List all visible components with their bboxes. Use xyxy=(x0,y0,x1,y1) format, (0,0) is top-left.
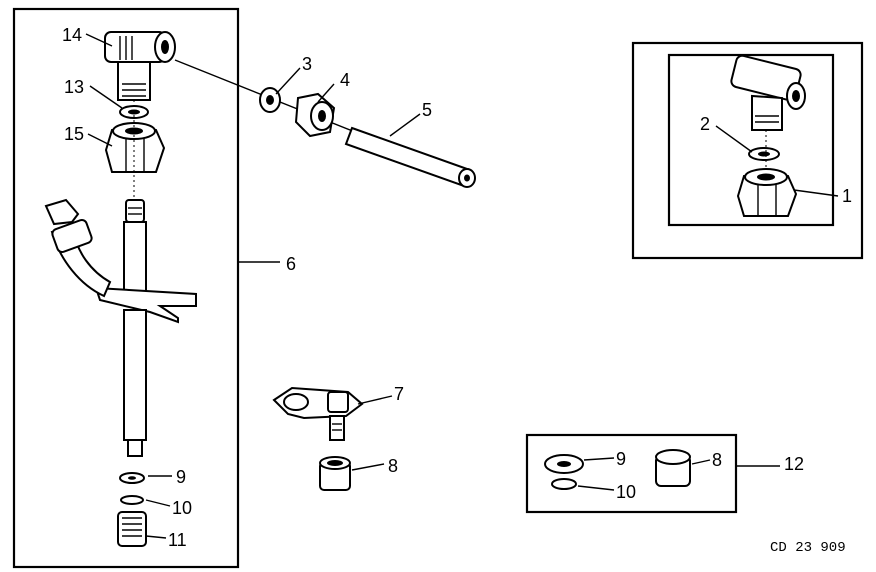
callout-14: 14 xyxy=(62,25,82,45)
pipe-5 xyxy=(344,126,476,188)
seal-ring-10 xyxy=(120,495,144,505)
callout-7: 7 xyxy=(394,384,404,404)
injector-assembly-frame xyxy=(12,7,240,569)
drawing-code: CD 23 909 xyxy=(770,540,846,556)
seal-kit-frame xyxy=(525,433,738,514)
callout-2: 2 xyxy=(700,114,710,134)
callout-13: 13 xyxy=(64,77,84,97)
washer-9 xyxy=(119,472,145,484)
union-nut-15 xyxy=(104,122,166,173)
inset-union-nut-1 xyxy=(736,168,798,217)
callout-10: 10 xyxy=(172,498,192,518)
tee-fitting-14 xyxy=(104,31,176,101)
callout-15: 15 xyxy=(64,124,84,144)
leader-lines xyxy=(85,33,839,539)
kit-callout-10: 10 xyxy=(616,482,636,502)
alternative-fitting-outer-frame xyxy=(631,41,864,260)
callout-1: 1 xyxy=(842,186,852,206)
nut-4 xyxy=(294,92,336,138)
kit-washer-9 xyxy=(544,454,584,474)
kit-callout-9: 9 xyxy=(616,449,626,469)
washer-3 xyxy=(259,87,281,113)
kit-ring-10 xyxy=(551,478,577,490)
callout-6: 6 xyxy=(286,254,296,274)
injector-6 xyxy=(44,198,197,457)
kit-spacer-8 xyxy=(655,449,691,487)
alternative-fitting-inner-frame xyxy=(667,53,835,227)
inset-washer-2 xyxy=(748,147,780,161)
kit-callout-8: 8 xyxy=(712,450,722,470)
callout-11: 11 xyxy=(168,530,187,550)
callout-9: 9 xyxy=(176,467,186,487)
clamp-7 xyxy=(272,386,364,441)
callout-4: 4 xyxy=(340,70,350,90)
kit-callout-12: 12 xyxy=(784,454,804,474)
sleeve-11 xyxy=(117,511,147,547)
inset-tee-fitting xyxy=(730,54,806,131)
callout-5: 5 xyxy=(422,100,432,120)
callout-3: 3 xyxy=(302,54,312,74)
callout-8: 8 xyxy=(388,456,398,476)
spacer-8 xyxy=(319,456,351,491)
